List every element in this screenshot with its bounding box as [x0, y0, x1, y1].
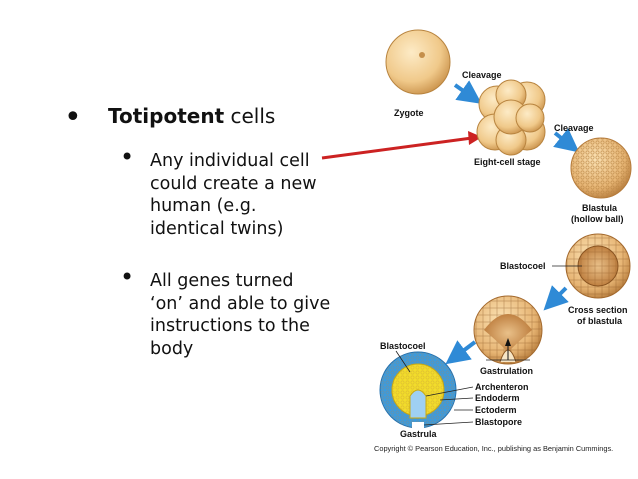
arrow-to-gastrulation — [543, 285, 569, 311]
label-cross-section: Cross section — [568, 305, 628, 315]
label-archenteron: Archenteron — [475, 382, 529, 392]
label-blastocoel-2: Blastocoel — [380, 341, 426, 351]
sub-bullet-line: human (e.g. — [150, 196, 257, 216]
eight-cell-embryo — [476, 79, 546, 156]
label-endoderm: Endoderm — [475, 393, 520, 403]
sub-bullet-line: instructions to the — [150, 316, 310, 336]
zygote-cell — [385, 29, 451, 95]
gastrula-embryo — [379, 351, 457, 430]
label-gastrulation: Gastrulation — [480, 366, 533, 376]
label-cleavage-1: Cleavage — [462, 70, 502, 80]
slide-text: • Totipotent cells • Any individual cell… — [64, 100, 360, 360]
label-blastopore: Blastopore — [475, 417, 522, 427]
label-zygote: Zygote — [394, 108, 424, 118]
label-ectoderm: Ectoderm — [475, 405, 517, 415]
label-of-blastula: of blastula — [577, 316, 623, 326]
term-totipotent: Totipotent — [108, 104, 225, 128]
arrow-cleavage-2 — [553, 128, 580, 153]
sub-bullet-line: Any individual cell — [150, 151, 310, 171]
term-rest: cells — [224, 104, 276, 128]
blastula-ball — [570, 137, 632, 199]
sub-bullet-line: All genes turned — [150, 271, 294, 291]
sub-bullet-line: ‘on’ and able to give — [150, 293, 331, 314]
label-blastocoel-1: Blastocoel — [500, 261, 546, 271]
bullet-dot: • — [64, 100, 82, 135]
label-eight-cell: Eight-cell stage — [474, 157, 541, 167]
sub-bullet-line: body — [150, 338, 194, 359]
arrow-cleavage-1 — [453, 80, 482, 104]
sub-bullet-line: identical twins) — [150, 218, 284, 239]
sub-bullet-line: could create a new — [150, 173, 317, 194]
blastula-cross-section — [565, 233, 631, 299]
pointer-arrow — [321, 131, 482, 160]
label-blastula: Blastula — [582, 203, 618, 213]
label-gastrula: Gastrula — [400, 429, 438, 439]
bullet-dot: • — [120, 143, 135, 171]
sub-bullet-2: • All genes turned ‘on’ and able to give… — [120, 265, 360, 360]
copyright-notice: Copyright © Pearson Education, Inc., pub… — [374, 444, 613, 453]
label-hollow-ball: (hollow ball) — [571, 214, 624, 224]
arrow-to-gastrula — [445, 340, 477, 365]
label-cleavage-2: Cleavage — [554, 123, 594, 133]
sub-bullet-1: • Any individual cell could create a new… — [120, 145, 360, 240]
bullet-dot: • — [120, 263, 135, 291]
gastrulation-embryo — [473, 295, 543, 365]
